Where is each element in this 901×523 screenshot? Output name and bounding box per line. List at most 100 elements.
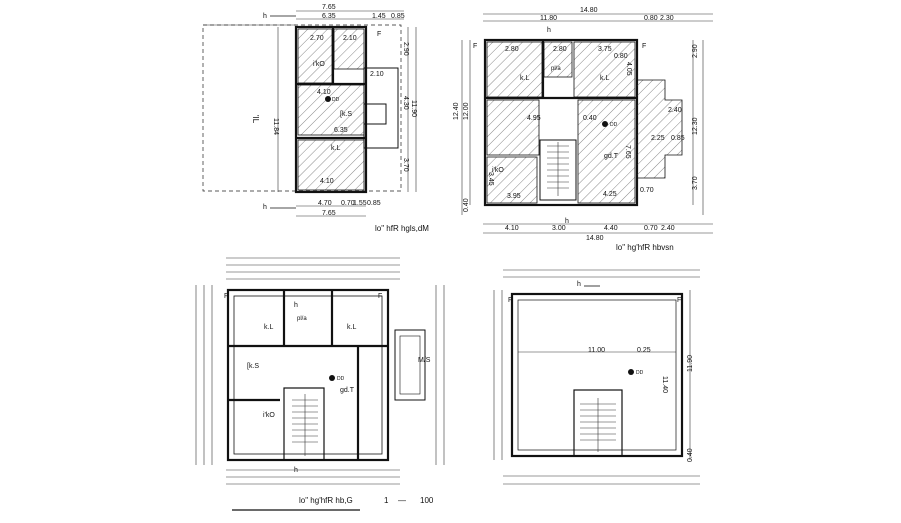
roof-stair-cabin xyxy=(573,389,623,457)
terrace-label-main: 'IL xyxy=(251,115,260,124)
ground-label-room3: [k.S xyxy=(247,363,259,370)
first-dim-room-n: 4.05 xyxy=(625,62,632,76)
roof-north-h: h xyxy=(577,281,581,288)
terrace-label-room3: k.L xyxy=(331,145,340,152)
ground-marker: DD xyxy=(337,376,345,382)
first-dim-room-h: 4.25 xyxy=(603,191,617,198)
terrace-dim-left: 11.84 xyxy=(272,118,279,135)
first-dim-left-a: 12.40 xyxy=(453,102,460,120)
first-dim-left-c: 0.40 xyxy=(463,198,470,212)
first-room-top-right xyxy=(573,41,636,98)
terrace-north-f: F xyxy=(377,31,381,38)
terrace-label-room2: [k.S xyxy=(340,111,352,118)
first-dim-top-b: 0.80 xyxy=(644,15,658,22)
roof-dim-a: 11.00 xyxy=(588,347,605,354)
roof-dim-e: 0.40 xyxy=(687,448,694,462)
terrace-dim-room-b: 2.10 xyxy=(343,35,357,42)
first-dim-top-total: 14.80 xyxy=(580,7,598,14)
terrace-plan: 7.65 6.35 1.45 0.85 2.70 2.10 4.10 6.35 … xyxy=(202,4,429,233)
first-dim-room-a: 2.80 xyxy=(505,46,519,53)
terrace-dim-right-b: 4.30 xyxy=(402,96,409,110)
ground-label-room7: M/S xyxy=(418,357,431,364)
first-room-top-mid xyxy=(543,41,573,78)
ground-scale-one: 1 xyxy=(384,496,389,505)
first-room-bottom-left xyxy=(486,156,538,204)
ground-building-wall xyxy=(226,288,390,462)
terrace-room-lower xyxy=(297,139,365,191)
first-dim-bottom-total: 14.80 xyxy=(586,235,604,242)
first-dim-room-m: 7.65 xyxy=(624,145,631,159)
terrace-dim-bottom-a: 4.70 xyxy=(318,200,332,207)
ground-porch-inner xyxy=(399,335,421,395)
terrace-north-h-top: h xyxy=(263,13,267,20)
roof-parapet-inner xyxy=(517,299,677,451)
terrace-plan-title: lo" hfR hgls,dM xyxy=(375,224,429,233)
first-dim-bottom-d: 0.70 xyxy=(644,225,658,232)
ground-scale-dash: — xyxy=(398,496,406,505)
first-plan-title: lo" hg'hfR hbvsn xyxy=(616,243,674,252)
ground-north-f-right: F xyxy=(378,293,382,300)
first-right-projection xyxy=(636,79,683,179)
ground-stair-treads xyxy=(292,394,318,456)
first-dim-room-d: 0.80 xyxy=(614,53,628,60)
terrace-dim-room-d: 6.35 xyxy=(334,127,348,134)
first-stair xyxy=(539,139,577,201)
first-north-h-top: h xyxy=(547,27,551,34)
first-dim-room-l: 0.85 xyxy=(671,135,685,142)
ground-marker-dot xyxy=(329,375,335,381)
roof-stair-treads xyxy=(580,398,616,452)
first-dim-left-b: 12.00 xyxy=(463,102,470,120)
terrace-label-room1: i'kO xyxy=(313,61,325,68)
first-label-room4: i'kO xyxy=(492,167,504,174)
terrace-dim-right-a: 2.90 xyxy=(402,42,409,56)
first-dim-right-a: 2.90 xyxy=(692,44,699,58)
terrace-building-wall xyxy=(294,25,368,194)
first-dim-top-a: 11.80 xyxy=(540,15,557,22)
ground-porch xyxy=(394,329,426,401)
ground-plan-title: lo" hg'hfR hb,G xyxy=(299,496,353,505)
ground-label-room2: k.L xyxy=(347,324,356,331)
first-dim-room-g: 3.95 xyxy=(507,193,521,200)
ground-north-h-bottom: h xyxy=(294,467,298,474)
first-dim-bottom-e: 2.40 xyxy=(661,225,675,232)
terrace-dim-bottom-c: 1.55 xyxy=(353,200,367,207)
ground-label-room6: pl/a xyxy=(297,316,307,322)
roof-dim-d: 11.90 xyxy=(687,355,694,372)
terrace-dim-room-e: 4.10 xyxy=(320,178,334,185)
terrace-dim-bottom-b: 0.70 xyxy=(341,200,355,207)
first-north-f-left: F xyxy=(473,43,477,50)
first-dim-room-e: 4.95 xyxy=(527,115,541,122)
ground-floor-plan: k.L k.L [k.S gd.T i'kO pl/a M/S DD h h F… xyxy=(195,257,445,511)
roof-marker-dot xyxy=(628,369,634,375)
first-dim-room-c: 3.75 xyxy=(598,46,612,53)
first-label-room2: k.L xyxy=(600,75,609,82)
first-dim-room-f: 0.40 xyxy=(583,115,597,122)
first-dim-room-i: 0.70 xyxy=(640,187,654,194)
first-room-mid-left xyxy=(486,99,540,156)
roof-north-f-right: F xyxy=(677,297,681,304)
terrace-dim-top-c: 0.85 xyxy=(391,13,405,20)
first-marker-dot xyxy=(602,121,608,127)
roof-dim-b: 0.25 xyxy=(637,347,651,354)
first-dim-room-k: 2.25 xyxy=(651,135,665,142)
first-label-room3: gd.T xyxy=(604,153,619,160)
ground-north-h-top: h xyxy=(294,302,298,309)
ground-stair xyxy=(283,387,325,461)
first-dim-bottom-c: 4.40 xyxy=(604,225,618,232)
terrace-dim-top-b: 1.45 xyxy=(372,13,386,20)
terrace-balcony xyxy=(363,103,387,125)
first-north-f-right: F xyxy=(642,43,646,50)
first-marker: DD xyxy=(610,122,618,128)
first-dim-room-b: 2.80 xyxy=(553,46,567,53)
terrace-dim-room-a: 2.70 xyxy=(310,35,324,42)
terrace-room-middle xyxy=(297,84,365,136)
first-dim-room-o: 3.45 xyxy=(487,172,494,186)
ground-label-room5: i'kO xyxy=(263,412,275,419)
terrace-dim-top-a: 6.35 xyxy=(322,13,336,20)
terrace-marker-dot xyxy=(325,96,331,102)
ground-label-room1: k.L xyxy=(264,324,273,331)
terrace-dim-room-c: 4.10 xyxy=(317,89,331,96)
first-label-room5: pl/a xyxy=(551,66,561,72)
first-room-right xyxy=(577,99,636,204)
first-dim-right-c: 3.70 xyxy=(692,176,699,190)
